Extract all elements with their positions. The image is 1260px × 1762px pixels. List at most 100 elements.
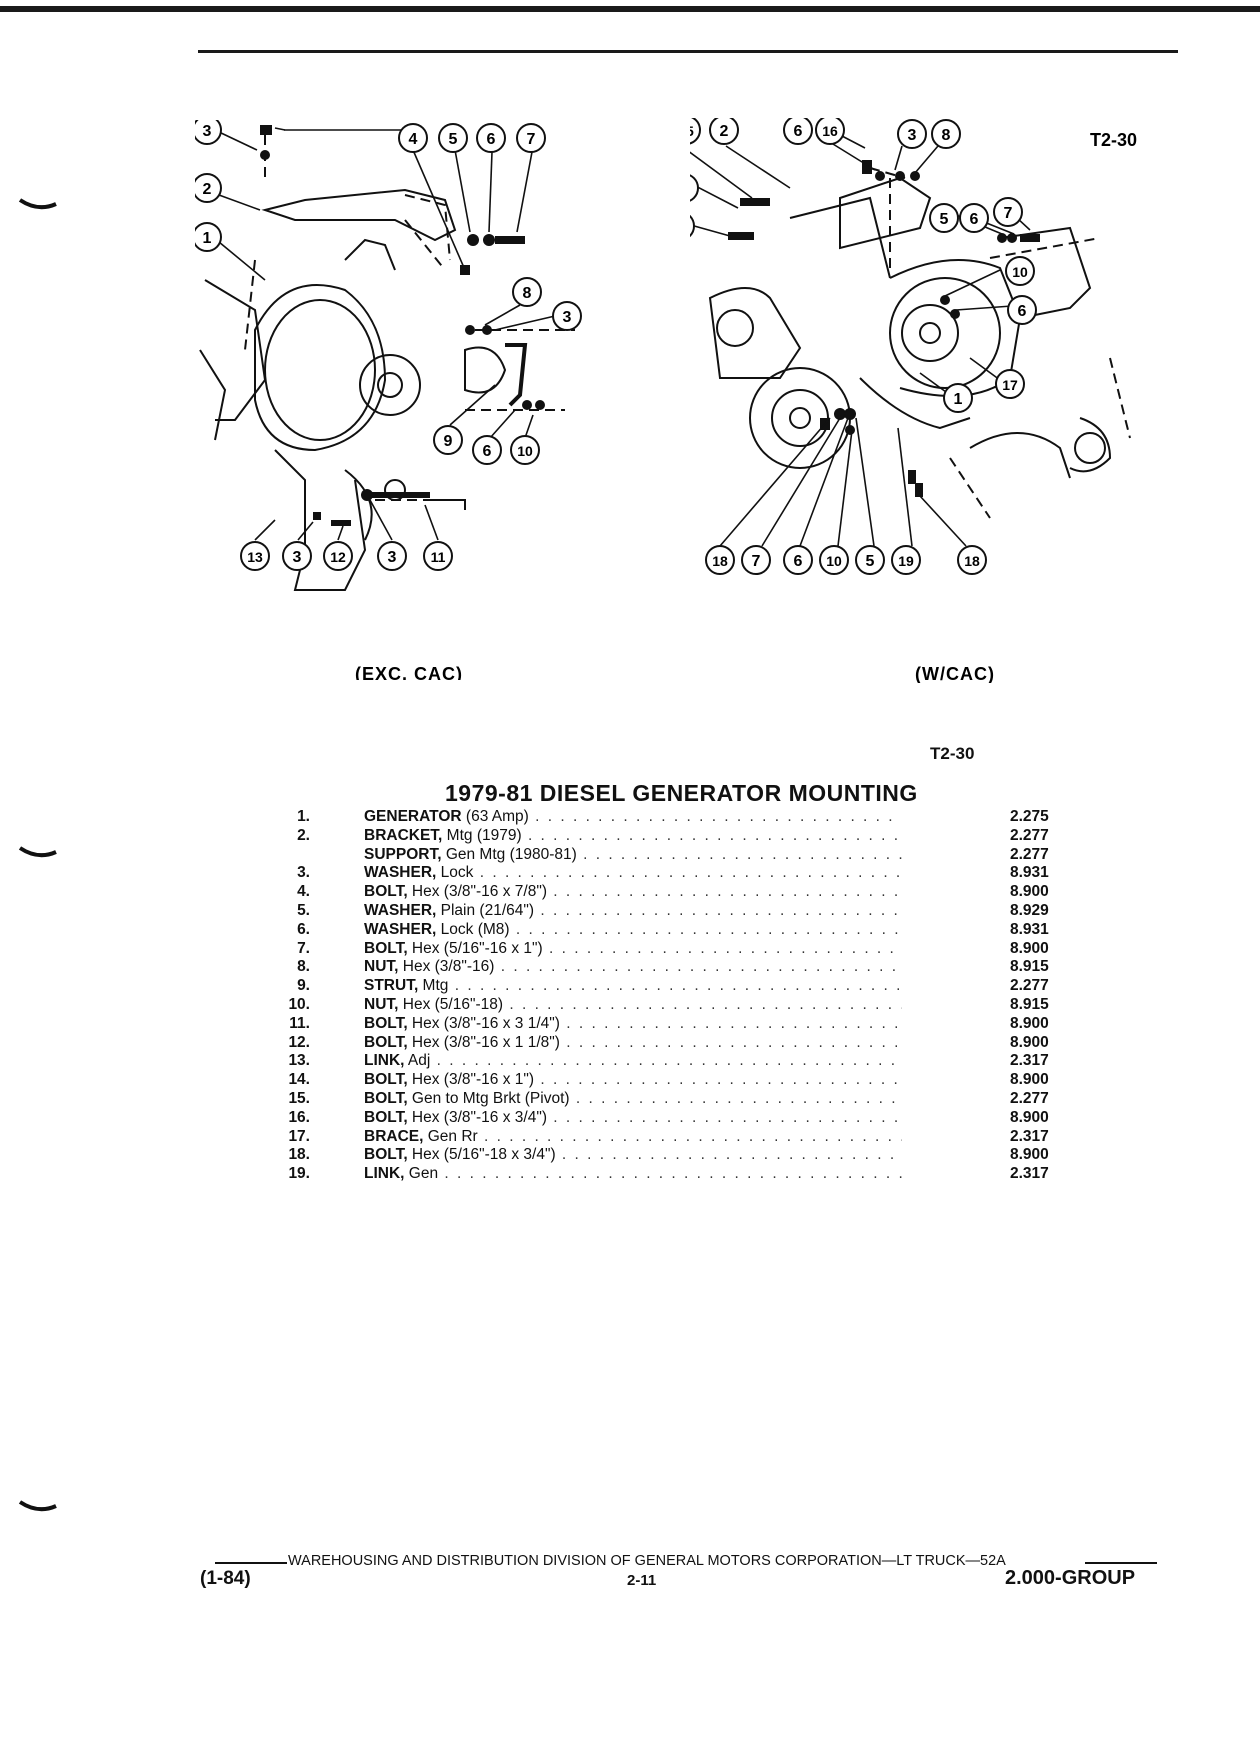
parts-row: 8.NUT, Hex (3/8"-16) . . . . . . . . . .… [280, 958, 1060, 977]
part-name: WASHER, [364, 920, 437, 938]
part-detail: Hex (3/8"-16 x 3 1/4") [407, 1014, 560, 1032]
footer-group-label: 2.000-GROUP [1005, 1567, 1136, 1589]
dot-leader: . . . . . . . . . . . . . . . . . . . . … [515, 920, 902, 938]
part-description: BOLT, Hex (3/8"-16 x 3 1/4") . . . . . .… [364, 1015, 902, 1034]
dot-leader: . . . . . . . . . . . . . . . . . . . . … [540, 901, 902, 919]
part-description: BOLT, Hex (3/8"-16 x 7/8") . . . . . . .… [364, 883, 902, 902]
part-detail: (63 Amp) [461, 808, 529, 825]
callout-label: 3 [908, 127, 917, 144]
dot-leader: . . . . . . . . . . . . . . . . . . . . … [483, 1127, 902, 1145]
illustration-exc-cac: 3 4 5 6 7 2 1 8 3 9 6 10 13 3 12 3 11 (E… [195, 120, 582, 680]
engine-drawing [199, 135, 575, 591]
part-number: 11. [289, 1014, 310, 1032]
part-group-number: 8.931 [1010, 920, 1049, 938]
callout-label: 4 [409, 131, 418, 148]
part-name: WASHER, [364, 901, 437, 919]
part-detail: Hex (5/16"-18) [398, 995, 504, 1013]
dot-leader: . . . . . . . . . . . . . . . . . . . . … [527, 826, 902, 844]
illustration-w-cac: 15 2 6 16 3 8 3 14 5 6 7 10 6 17 1 18 7 … [690, 118, 1137, 683]
part-number: 6. [297, 920, 310, 938]
part-description: BRACKET, Mtg (1979) . . . . . . . . . . … [364, 827, 902, 846]
caption-exc-cac: (EXC. CAC) [355, 664, 463, 680]
part-description: STRUT, Mtg . . . . . . . . . . . . . . .… [364, 977, 902, 996]
parts-list: 1. GENERATOR (63 Amp) . . . . . . . . . .… [280, 808, 1060, 1184]
dot-leader: . . . . . . . . . . . . . . . . . . . . … [454, 977, 902, 995]
part-number: 5. [297, 901, 310, 919]
callout-label: 6 [794, 553, 803, 570]
part-description: GENERATOR (63 Amp) . . . . . . . . . . .… [364, 808, 902, 827]
part-group-number: 8.900 [1010, 883, 1049, 901]
callout-label: 12 [330, 549, 346, 565]
callouts: 3 4 5 6 7 2 1 8 3 9 6 10 13 3 12 3 11 [195, 120, 582, 571]
part-detail: Mtg (1979) [442, 826, 522, 844]
part-detail: Hex (3/8"-16 x 3/4") [407, 1108, 547, 1126]
footer-date: (1-84) [200, 1568, 251, 1589]
callout-label: 8 [942, 127, 951, 144]
callout-label: 6 [1018, 303, 1027, 320]
part-number: 2. [297, 826, 310, 844]
part-name: BOLT, [364, 1033, 408, 1051]
callout-label: 10 [1012, 264, 1028, 280]
part-group-number: 8.900 [1010, 1033, 1049, 1051]
part-number: 18. [288, 1146, 310, 1164]
part-detail: Lock [436, 864, 474, 882]
footer-rule [1085, 1562, 1157, 1564]
part-detail: Hex (3/8"-16 x 7/8") [407, 883, 547, 901]
callout-label: 10 [826, 553, 842, 569]
parts-row: 5.WASHER, Plain (21/64") . . . . . . . .… [280, 902, 1060, 921]
callout-label: 17 [1002, 377, 1018, 393]
callout-label: 6 [794, 123, 803, 140]
callout-label: 5 [940, 211, 949, 228]
callout-label: 3 [203, 123, 212, 140]
part-detail: Adj [404, 1052, 431, 1070]
part-detail: Lock (M8) [436, 920, 510, 938]
callout-label: 2 [720, 123, 729, 140]
callout-label: 2 [203, 181, 212, 198]
part-group-number: 2.317 [1010, 1127, 1049, 1145]
part-number: 13. [288, 1052, 310, 1070]
part-name: GENERATOR [364, 808, 462, 825]
dot-leader: . . . . . . . . . . . . . . . . . . . . … [548, 939, 902, 957]
parts-row: 15.BOLT, Gen to Mtg Brkt (Pivot) . . . .… [280, 1090, 1060, 1109]
part-number: 4. [297, 883, 310, 901]
binding-mark [18, 1500, 57, 1512]
callout-label: 11 [431, 549, 446, 565]
callout-label: 6 [970, 211, 979, 228]
hardware-drawing [260, 125, 545, 526]
part-name: BRACKET, [364, 826, 443, 844]
part-number: 1. [297, 808, 310, 825]
part-name: STRUT, [364, 977, 419, 995]
part-group-number: 8.900 [1010, 1108, 1049, 1126]
part-name: WASHER, [364, 864, 437, 882]
parts-row: 18. BOLT, Hex (5/16"-18 x 3/4") . . . . .… [280, 1146, 1060, 1165]
part-name: BOLT, [364, 1108, 408, 1126]
dot-leader: . . . . . . . . . . . . . . . . . . . . … [436, 1052, 902, 1070]
part-description: BOLT, Hex (3/8"-16 x 1") . . . . . . . .… [364, 1071, 902, 1090]
part-description: LINK, Adj . . . . . . . . . . . . . . . … [364, 1052, 902, 1071]
part-number: 16. [288, 1108, 310, 1126]
dot-leader: . . . . . . . . . . . . . . . . . . . . … [500, 958, 902, 976]
part-group-number: 8.931 [1010, 864, 1049, 882]
part-number: 12. [288, 1033, 310, 1051]
parts-row: 10.NUT, Hex (5/16"-18) . . . . . . . . .… [280, 996, 1060, 1015]
callout-label: 9 [444, 433, 453, 450]
callout-label: 7 [1004, 205, 1013, 222]
dot-leader: . . . . . . . . . . . . . . . . . . . . … [509, 995, 902, 1013]
dot-leader: . . . . . . . . . . . . . . . . . . . . … [479, 864, 902, 882]
part-description: BOLT, Hex (5/16"-18 x 3/4") . . . . . . … [364, 1146, 902, 1165]
leader-lines [218, 127, 556, 541]
part-name: NUT, [364, 995, 399, 1013]
part-detail: Gen Rr [423, 1127, 478, 1145]
part-name: BOLT, [364, 883, 408, 901]
dot-leader: . . . . . . . . . . . . . . . . . . . . … [540, 1071, 902, 1089]
part-detail: Hex (5/16"-18 x 3/4") [407, 1146, 556, 1164]
part-description: LINK, Gen . . . . . . . . . . . . . . . … [364, 1165, 902, 1184]
part-group-number: 8.900 [1010, 1146, 1049, 1164]
top-border-rule [0, 6, 1260, 12]
callout-label: 18 [964, 553, 980, 569]
parts-row: 13. LINK, Adj . . . . . . . . . . . . . .… [280, 1052, 1060, 1071]
part-name: BOLT, [364, 1014, 408, 1032]
part-group-number: 2.317 [1010, 1052, 1049, 1070]
part-detail: Hex (3/8"-16 x 1 1/8") [407, 1033, 560, 1051]
callout-label: 13 [247, 549, 263, 565]
